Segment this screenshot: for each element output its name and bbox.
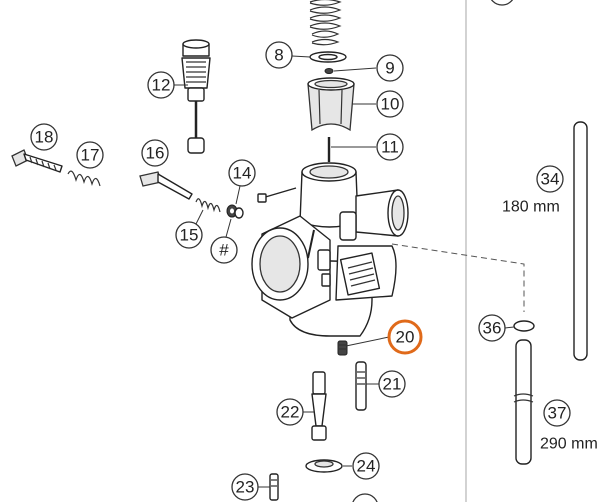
part-8-washer[interactable]: [309, 51, 347, 63]
fuel-line-dashed: [391, 243, 525, 312]
svg-text:16: 16: [146, 144, 165, 163]
part-12-cable-adjuster[interactable]: [181, 39, 211, 154]
svg-text:24: 24: [357, 457, 376, 476]
part-37-fuel-hose[interactable]: [513, 339, 534, 465]
svg-text:#: #: [219, 241, 229, 260]
part-14-o-ring[interactable]: [226, 204, 244, 219]
part-15-spring[interactable]: [195, 198, 221, 213]
callout-37: 37: [543, 399, 571, 427]
svg-text:37: 37: [548, 404, 567, 423]
svg-text:18: 18: [35, 128, 54, 147]
callout-11: 11: [376, 133, 404, 161]
callout-36: 36: [478, 314, 506, 342]
part-16-idle-screw[interactable]: [139, 171, 193, 200]
callout-24: 24: [352, 452, 380, 480]
svg-text:36: 36: [483, 319, 502, 338]
svg-text:9: 9: [385, 59, 394, 78]
svg-text:10: 10: [381, 95, 400, 114]
callout-partial-bottom: [352, 493, 378, 502]
callout-14: 14: [228, 159, 256, 187]
svg-text:14: 14: [233, 164, 252, 183]
callout-21: 21: [378, 370, 406, 398]
callout-34: 34: [536, 165, 564, 193]
callout-12: 12: [147, 71, 175, 99]
dimension-37: 290 mm: [540, 436, 598, 453]
callout-18: 18: [30, 123, 58, 151]
part-spring[interactable]: [309, 0, 342, 46]
dimension-34: 180 mm: [502, 199, 560, 216]
part-22-atomizer[interactable]: [311, 371, 327, 441]
part-17-spring[interactable]: [67, 170, 101, 187]
svg-text:15: 15: [180, 226, 199, 245]
part-18-screw[interactable]: [11, 149, 63, 173]
callout-15: 15: [175, 221, 203, 249]
svg-text:8: 8: [274, 46, 283, 65]
part-10-throttle-slide[interactable]: [307, 77, 355, 132]
part-23-float-needle[interactable]: [269, 473, 279, 501]
svg-text:11: 11: [381, 138, 399, 157]
callout-20-highlighted[interactable]: 20: [387, 319, 423, 355]
part-9-needle-clip[interactable]: [324, 68, 334, 74]
callout-16: 16: [141, 139, 169, 167]
part-20-idle-jet[interactable]: [337, 340, 348, 356]
svg-text:12: 12: [152, 76, 171, 95]
part-21-needle-jet[interactable]: [355, 361, 367, 411]
svg-text:21: 21: [383, 375, 402, 394]
svg-text:23: 23: [236, 478, 255, 497]
part-36-hose-clamp[interactable]: [513, 320, 535, 332]
callout-9: 9: [376, 54, 404, 82]
part-34-vent-hose[interactable]: [573, 121, 588, 361]
callout-17: 17: [76, 141, 104, 169]
svg-text:34: 34: [541, 170, 560, 189]
callout-10: 10: [376, 90, 404, 118]
svg-text:22: 22: [281, 403, 300, 422]
svg-text:20: 20: [396, 328, 415, 347]
callout-partial-top: [490, 0, 514, 6]
part-24-seat[interactable]: [305, 459, 343, 473]
callout-8: 8: [265, 41, 293, 69]
callout-hash: #: [210, 236, 238, 264]
callout-22: 22: [276, 398, 304, 426]
svg-text:17: 17: [81, 146, 100, 165]
callout-23: 23: [231, 473, 259, 501]
carburetor-body[interactable]: [251, 162, 409, 337]
